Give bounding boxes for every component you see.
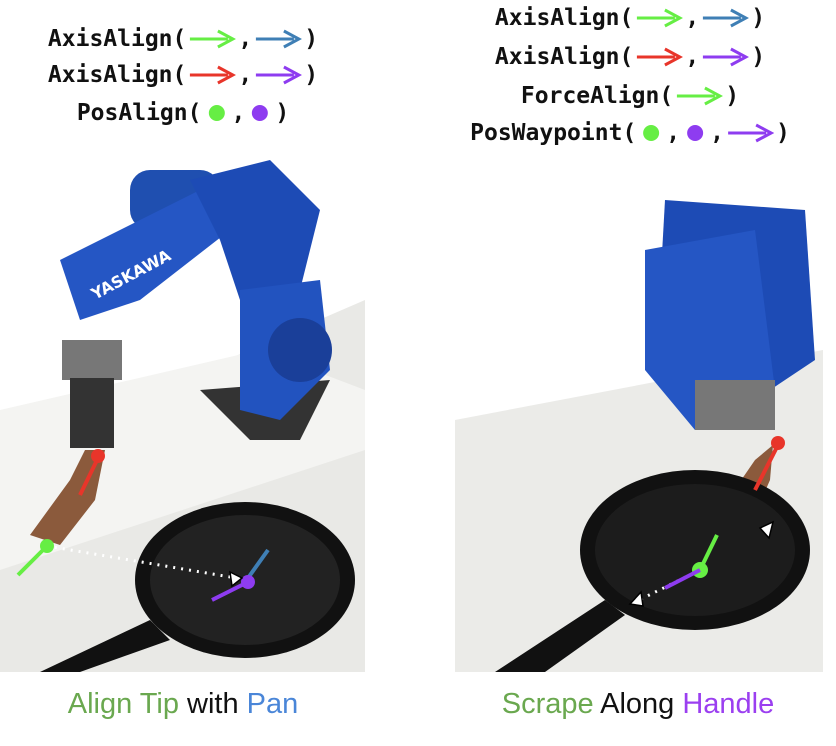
closing-paren: )	[751, 44, 766, 70]
constraint-line: PosAlign(,)	[77, 100, 289, 126]
closing-paren: )	[304, 26, 319, 52]
comma: ,	[710, 120, 725, 146]
purple-arrow-icon	[728, 123, 775, 143]
comma: ,	[238, 62, 253, 88]
comma: ,	[666, 120, 681, 146]
purple-arrow-icon	[703, 47, 750, 67]
constraint-line: AxisAlign(,)	[495, 44, 765, 70]
red-arrow-icon	[637, 47, 684, 67]
closing-paren: )	[751, 5, 766, 31]
right-caption: Scrape Along Handle	[502, 688, 774, 721]
red-arrow-icon	[190, 65, 237, 85]
left-caption: Align Tip with Pan	[68, 688, 299, 721]
caption-align-tip: Align Tip	[67, 688, 179, 720]
constraint-function-name: PosWaypoint(	[470, 120, 637, 146]
comma: ,	[685, 44, 700, 70]
caption-pan: Pan	[246, 688, 299, 720]
constraint-function-name: AxisAlign(	[494, 44, 634, 70]
green-arrow-icon	[677, 86, 724, 106]
constraint-line: AxisAlign(,)	[48, 62, 318, 88]
purple-dot-icon	[687, 125, 704, 141]
steel-blue-arrow-icon	[703, 8, 750, 28]
steel-blue-arrow-icon	[256, 29, 303, 49]
green-arrow-icon	[190, 29, 237, 49]
closing-paren: )	[725, 83, 740, 109]
constraint-function-name: AxisAlign(	[47, 62, 187, 88]
constraint-function-name: ForceAlign(	[520, 83, 674, 109]
caption-with: with	[178, 688, 247, 720]
caption-along: Along	[593, 688, 683, 720]
caption-scrape: Scrape	[501, 688, 594, 720]
closing-paren: )	[776, 120, 790, 146]
constraint-line: ForceAlign()	[521, 83, 739, 109]
comma: ,	[238, 26, 253, 52]
left-photo-robot-align-tip: YASKAWA	[0, 150, 370, 672]
green-dot-icon	[208, 105, 225, 121]
purple-dot-icon	[252, 105, 269, 121]
green-arrow-icon	[637, 8, 684, 28]
constraint-function-name: PosAlign(	[76, 100, 202, 126]
constraint-line: AxisAlign(,)	[495, 5, 765, 31]
constraint-function-name: AxisAlign(	[494, 5, 634, 31]
right-photo-robot-scrape	[455, 190, 823, 672]
comma: ,	[231, 100, 246, 126]
comma: ,	[685, 5, 700, 31]
constraint-function-name: AxisAlign(	[47, 26, 187, 52]
closing-paren: )	[304, 62, 319, 88]
green-dot-icon	[643, 125, 660, 141]
purple-arrow-icon	[256, 65, 303, 85]
constraint-line: PosWaypoint(,,)	[470, 120, 790, 146]
closing-paren: )	[275, 100, 290, 126]
caption-handle: Handle	[682, 688, 775, 720]
constraint-line: AxisAlign(,)	[48, 26, 318, 52]
